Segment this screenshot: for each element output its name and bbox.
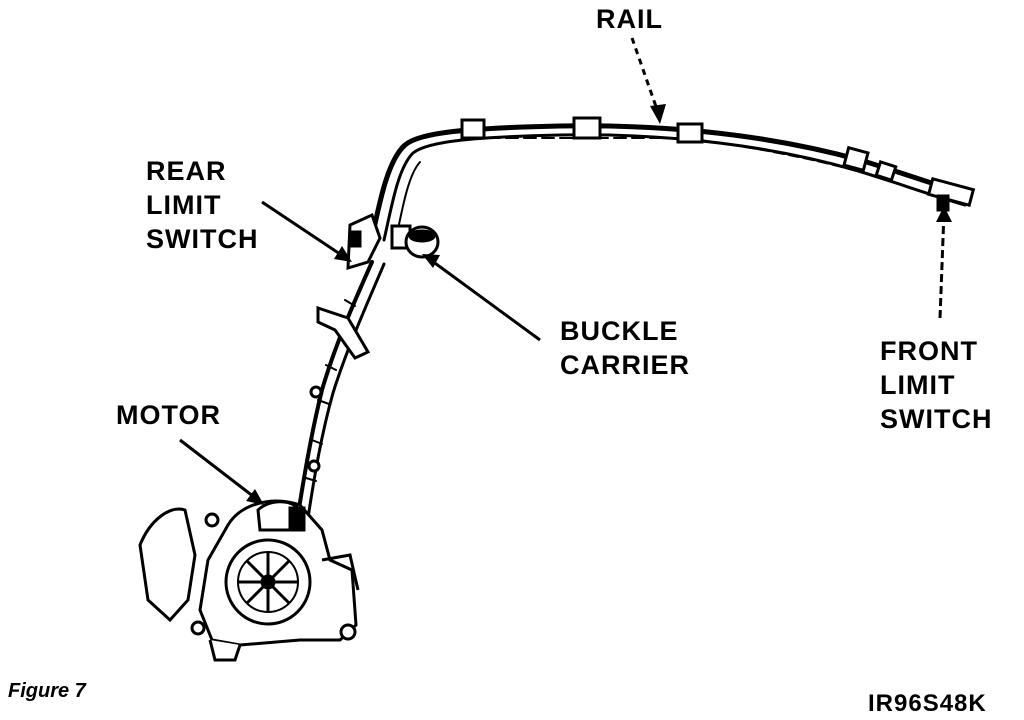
motor [138,499,360,662]
motor-leader [179,438,259,502]
figure-caption: Figure 7 [8,680,86,702]
leader-arrows [179,37,946,502]
rear-limit-switch-leader [261,200,347,260]
label-motor: MOTOR [116,400,221,430]
label-front-limit-switch-line-2: LIMIT [880,370,956,400]
label-rear-limit-switch-line-2: LIMIT [146,190,222,220]
label-buckle-carrier-line-1: BUCKLE [560,316,679,346]
label-rear-limit-switch-line-3: SWITCH [146,224,259,254]
cable-bracket [307,305,371,473]
buckle-carrier-leader [427,256,541,342]
figure-code: IR96S48K [868,690,987,717]
label-front-limit-switch-line-1: FRONT [880,336,978,366]
front-limit-switch [926,177,976,212]
label-front-limit-switch-line-3: SWITCH [880,404,993,434]
arrowheads [246,104,952,505]
buckle-carrier [390,224,440,259]
label-buckle-carrier: BUCKLE CARRIER [560,314,690,382]
label-rear-limit-switch: REAR LIMIT SWITCH [146,154,258,256]
rear-limit-switch [346,212,382,271]
label-rear-limit-switch-line-1: REAR [146,156,227,186]
front-limit-switch-leader [938,211,946,319]
rail-leader [630,37,662,119]
label-rail: RAIL [596,4,663,34]
rail-mounting-brackets [460,116,898,183]
label-front-limit-switch: FRONT LIMIT SWITCH [880,334,992,436]
rail [369,123,973,245]
label-buckle-carrier-line-2: CARRIER [560,350,691,380]
